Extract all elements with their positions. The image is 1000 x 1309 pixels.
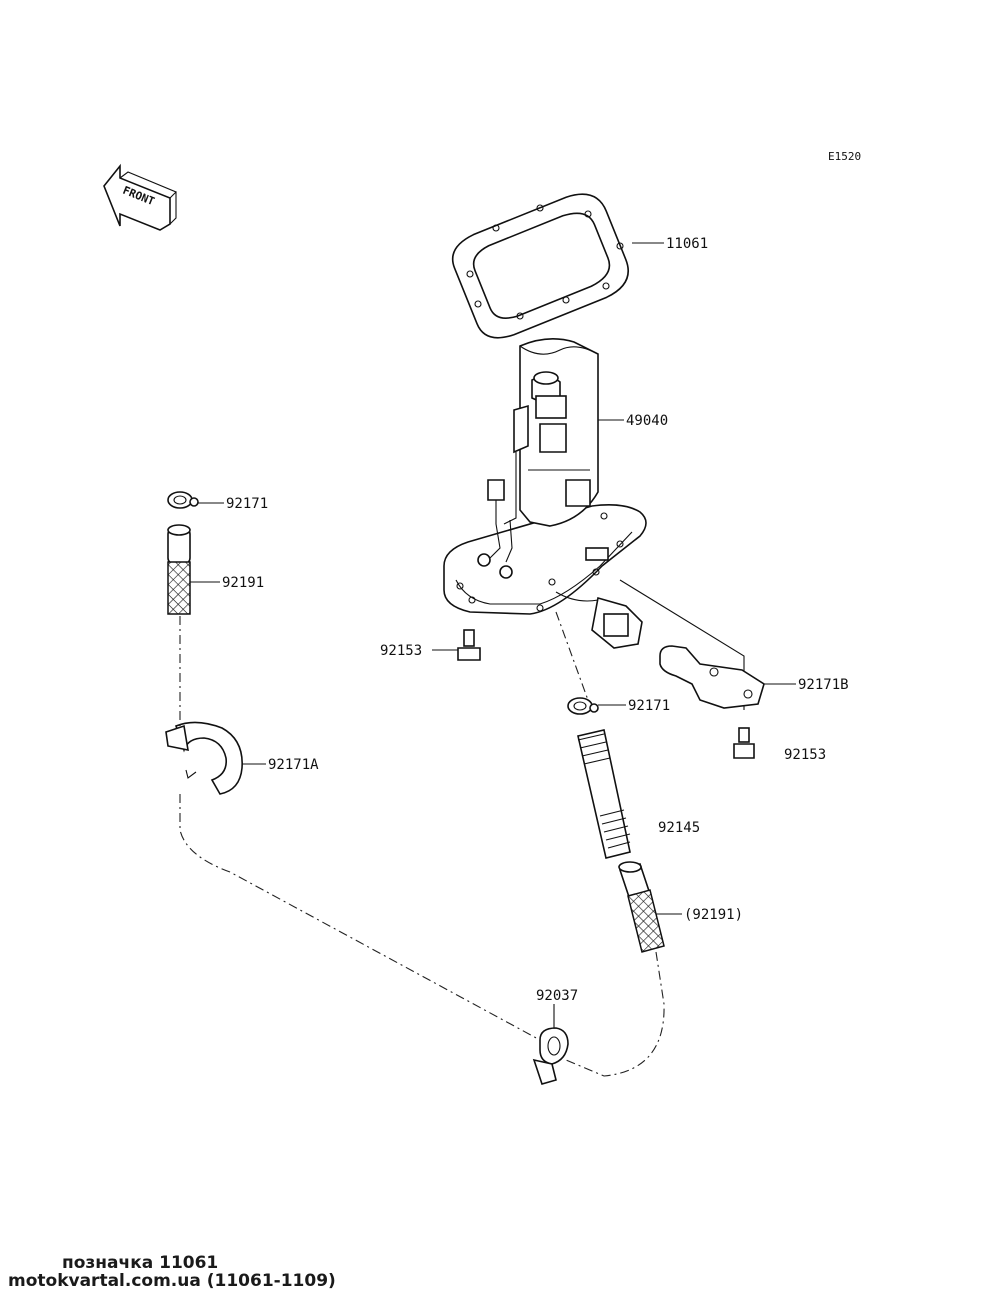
banjo-fitting-92037 <box>532 1027 569 1085</box>
bracket-92171b <box>659 645 765 709</box>
hose-clamp-92171-top <box>167 491 199 509</box>
part-label-92145: 92145 <box>658 820 700 836</box>
fuel-hose-92191-top <box>167 524 191 615</box>
fuel-pump-49040 <box>443 338 647 649</box>
bolt-92153-left <box>457 629 481 661</box>
clamp-92171a <box>165 721 243 795</box>
part-label-11061: 11061 <box>666 236 708 252</box>
gasket-11061 <box>451 193 630 339</box>
part-label-92153-right: 92153 <box>784 747 826 763</box>
part-label-49040: 49040 <box>626 413 668 429</box>
part-label-92171-mid: 92171 <box>628 698 670 714</box>
fuel-hose-92191-bottom <box>618 861 665 953</box>
caption-source: motokvartal.com.ua (11061-1109) <box>8 1271 336 1291</box>
hose-routing-lines <box>179 611 665 1077</box>
front-arrow-icon: FRONT <box>103 163 177 231</box>
diagram-code: E1520 <box>828 150 861 163</box>
part-label-92171b: 92171B <box>798 677 849 693</box>
part-label-92191-top: 92191 <box>222 575 264 591</box>
part-label-92171-top: 92171 <box>226 496 268 512</box>
part-label-92037: 92037 <box>536 988 578 1004</box>
spring-92145 <box>577 729 631 859</box>
bolt-92153-right <box>733 727 755 759</box>
part-label-92191-bottom: (92191) <box>684 907 743 923</box>
hose-clamp-92171-mid <box>567 697 599 715</box>
part-label-92171a: 92171A <box>268 757 319 773</box>
caption-part-ref: позначка 11061 <box>62 1253 219 1273</box>
part-label-92153-left: 92153 <box>380 643 422 659</box>
